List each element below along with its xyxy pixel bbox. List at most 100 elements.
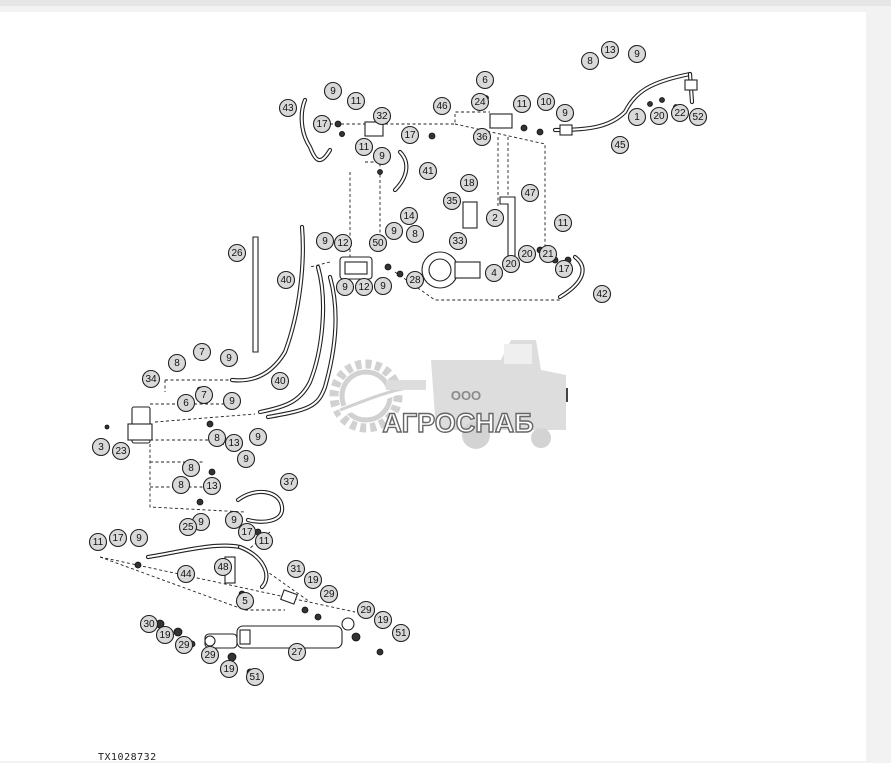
callout-label: 28 — [409, 275, 421, 286]
callout-50: 50 — [368, 233, 388, 253]
callout-8: 8 — [167, 353, 187, 373]
callout-label: 17 — [558, 264, 570, 275]
callout-17: 17 — [108, 528, 128, 548]
callout-label: 32 — [376, 111, 388, 122]
callout-30: 30 — [139, 614, 159, 634]
callout-label: 20 — [505, 259, 517, 270]
callout-10: 10 — [536, 92, 556, 112]
callout-6: 6 — [176, 393, 196, 413]
top-strip — [0, 0, 891, 6]
callout-8: 8 — [580, 51, 600, 71]
callout-1: 1 — [627, 107, 647, 127]
callout-42: 42 — [592, 284, 612, 304]
callout-label: 9 — [380, 281, 386, 292]
callout-label: 9 — [226, 353, 232, 364]
callout-13: 13 — [224, 433, 244, 453]
callout-8: 8 — [405, 224, 425, 244]
callout-label: 13 — [604, 45, 616, 56]
callout-label: 29 — [204, 650, 216, 661]
callout-6: 6 — [475, 70, 495, 90]
callout-label: 11 — [359, 142, 370, 153]
callout-26: 26 — [227, 243, 247, 263]
callout-7: 7 — [194, 385, 214, 405]
callout-label: 20 — [521, 249, 533, 260]
callout-label: 37 — [283, 477, 295, 488]
callout-4: 4 — [484, 263, 504, 283]
callout-29: 29 — [174, 635, 194, 655]
callout-9: 9 — [372, 146, 392, 166]
callout-label: 9 — [229, 396, 235, 407]
callout-label: 19 — [307, 575, 319, 586]
gear-icon — [329, 359, 407, 433]
callout-label: 43 — [282, 103, 294, 114]
callout-28: 28 — [405, 270, 425, 290]
callout-11: 11 — [254, 531, 274, 551]
callout-9: 9 — [224, 510, 244, 530]
callout-22: 22 — [670, 103, 690, 123]
callout-18: 18 — [459, 173, 479, 193]
callout-29: 29 — [319, 584, 339, 604]
callout-label: 13 — [206, 481, 218, 492]
callout-label: 9 — [231, 515, 237, 526]
callout-41: 41 — [418, 161, 438, 181]
callout-label: 17 — [112, 533, 124, 544]
callout-40: 40 — [276, 270, 296, 290]
callout-label: 19 — [223, 664, 235, 675]
callout-label: 52 — [692, 112, 704, 123]
callout-label: 9 — [391, 226, 397, 237]
callout-52: 52 — [688, 107, 708, 127]
callout-label: 44 — [180, 569, 192, 580]
callout-11: 11 — [88, 532, 108, 552]
callout-label: 31 — [290, 564, 302, 575]
callout-17: 17 — [554, 259, 574, 279]
callout-9: 9 — [335, 277, 355, 297]
callout-label: 17 — [316, 119, 328, 130]
callout-7: 7 — [192, 342, 212, 362]
components — [127, 79, 698, 649]
callout-label: 4 — [491, 268, 497, 279]
callout-label: 7 — [201, 390, 207, 401]
callout-25: 25 — [178, 517, 198, 537]
callout-label: 50 — [372, 238, 384, 249]
callout-label: 20 — [653, 111, 665, 122]
callout-label: 8 — [412, 229, 418, 240]
callout-label: 3 — [98, 442, 104, 453]
callout-44: 44 — [176, 564, 196, 584]
callout-label: 18 — [463, 178, 475, 189]
callout-9: 9 — [129, 528, 149, 548]
callout-8: 8 — [171, 475, 191, 495]
callout-label: 6 — [482, 75, 488, 86]
callout-label: 40 — [274, 376, 286, 387]
callout-11: 11 — [512, 94, 532, 114]
callout-32: 32 — [372, 106, 392, 126]
callout-label: 9 — [136, 533, 142, 544]
callout-19: 19 — [219, 659, 239, 679]
figure-code: TX1028732 — [98, 752, 157, 763]
watermark-line1: ООО — [451, 388, 481, 403]
callout-27: 27 — [287, 642, 307, 662]
callout-11: 11 — [553, 213, 573, 233]
callout-9: 9 — [222, 391, 242, 411]
callout-17: 17 — [400, 125, 420, 145]
callout-label: 5 — [242, 596, 248, 607]
callout-label: 9 — [322, 236, 328, 247]
callout-20: 20 — [501, 254, 521, 274]
callout-13: 13 — [600, 40, 620, 60]
callout-9: 9 — [384, 221, 404, 241]
callout-label: 42 — [596, 289, 608, 300]
callout-label: 11 — [259, 536, 270, 547]
callout-label: 19 — [377, 615, 389, 626]
callout-label: 41 — [422, 166, 434, 177]
callout-label: 51 — [395, 628, 407, 639]
callout-48: 48 — [213, 557, 233, 577]
callout-9: 9 — [315, 231, 335, 251]
callout-label: 25 — [182, 522, 194, 533]
callout-label: 1 — [634, 112, 640, 123]
callout-label: 29 — [323, 589, 335, 600]
callout-2: 2 — [485, 208, 505, 228]
callout-label: 29 — [360, 605, 372, 616]
callout-label: 11 — [517, 99, 528, 110]
callout-label: 27 — [291, 647, 303, 658]
